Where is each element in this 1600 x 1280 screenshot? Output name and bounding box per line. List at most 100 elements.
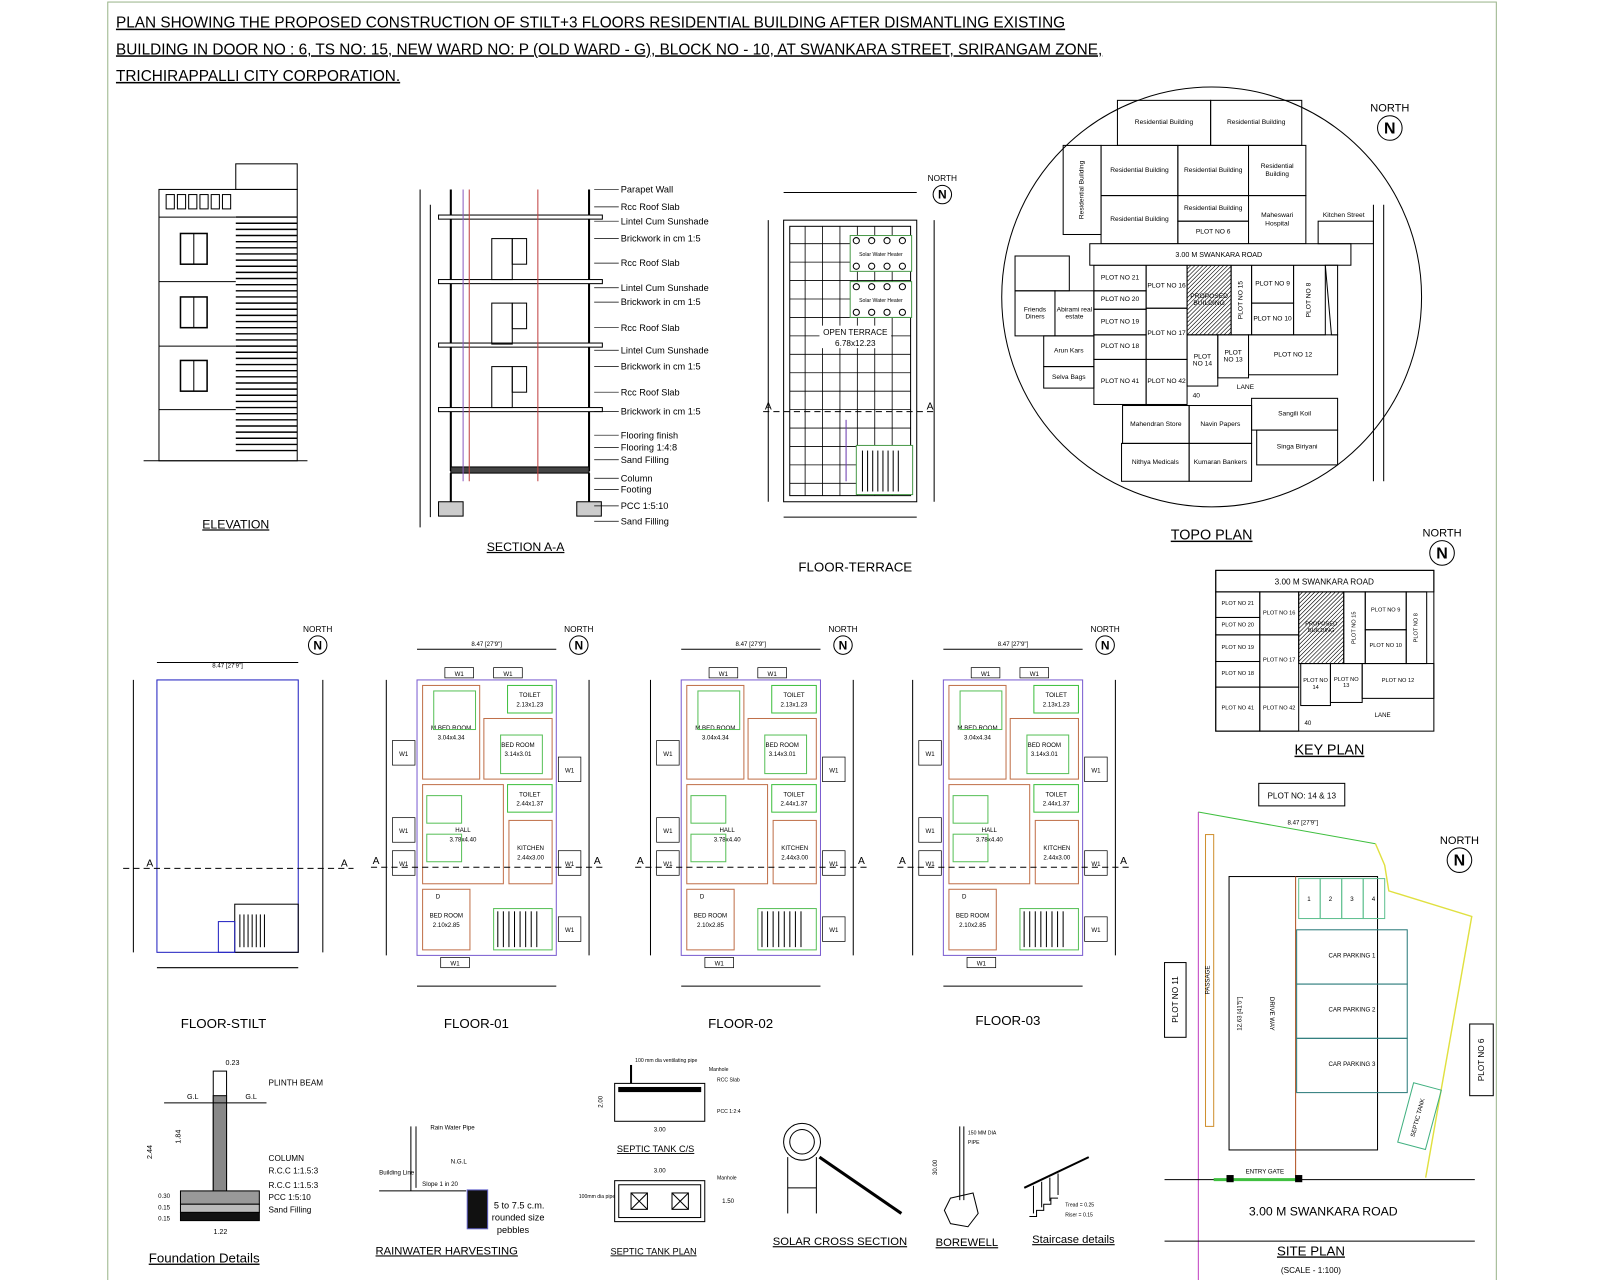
- room-outline: [507, 684, 553, 714]
- section-mark: A: [858, 856, 865, 867]
- slot-number: 3: [1350, 896, 1354, 903]
- floor-boundary: [942, 679, 1084, 956]
- north-label: NORTH: [928, 173, 957, 183]
- sofa-furniture: [426, 833, 463, 863]
- window-tag: W1: [663, 828, 673, 835]
- septic-plan-inner: [618, 1184, 702, 1219]
- dimension-text: 12.63 [41'5"]: [1236, 996, 1243, 1030]
- key-plot-40-label: 40: [1304, 720, 1311, 727]
- room-outline: [1034, 819, 1079, 885]
- gate-post: [1295, 1175, 1303, 1183]
- plot-40-label: 40: [1193, 392, 1201, 399]
- room-name: KITCHEN: [1043, 845, 1070, 852]
- key-plot-label: PLOT NO 15: [1351, 611, 1358, 644]
- dimension-text: 3.00: [654, 1167, 667, 1174]
- key-plot-label-box: PLOT NO 20: [1222, 623, 1254, 629]
- window-tag: W1: [1091, 767, 1101, 774]
- bed-furniture: [433, 690, 477, 731]
- section-mark: A: [146, 858, 153, 869]
- key-plot-label-box: PLOT NO 16: [1263, 610, 1295, 616]
- room-dims: 2.44x1.37: [516, 801, 543, 808]
- topo-block-label: PLOT NO 18: [1100, 343, 1140, 351]
- north-label: NORTH: [564, 624, 593, 634]
- manhole-icon: [671, 1192, 689, 1210]
- window-box: [444, 667, 474, 679]
- topo-boundary-circle: [1001, 86, 1423, 508]
- topo-block-label-box: Maheswari Hospital: [1261, 212, 1293, 226]
- headroom-block: [235, 163, 298, 190]
- room-outline: [772, 819, 817, 885]
- section-note: Rcc Roof Slab: [621, 202, 680, 212]
- rwh-note: Rain Water Pipe: [430, 1124, 475, 1131]
- topo-block-label: Residential Building: [1183, 166, 1243, 174]
- topo-block-label: Residential Building: [1110, 215, 1169, 224]
- foundation-title: Foundation Details: [149, 1251, 260, 1266]
- parapet-block: [221, 194, 232, 210]
- section-mark: A: [594, 856, 601, 867]
- topo-block-label: Residential Building: [1183, 204, 1243, 212]
- section-note: Brickwork in cm 1:5: [621, 234, 701, 244]
- topo-block-label-box: PLOT NO 13: [1224, 349, 1243, 363]
- key-plot-label: PLOT NO 10: [1369, 643, 1402, 650]
- lane-label: LANE: [1237, 384, 1255, 391]
- topo-block-label-box: Nithya Medicals: [1132, 459, 1179, 466]
- hatch-line: [1298, 591, 1316, 609]
- street-label: Kitchen Street: [1323, 212, 1365, 219]
- window-box: [918, 740, 942, 766]
- room-dims: 3.14x3.01: [1031, 751, 1058, 758]
- elevation-drawing: ELEVATION: [143, 163, 308, 531]
- room-outline: [1033, 684, 1079, 714]
- north-circle-icon: [833, 635, 853, 655]
- hatch-line: [1187, 265, 1216, 295]
- topo-block-label-box: Kumaran Bankers: [1194, 459, 1247, 466]
- key-plot-label-box: PLOT NO 17: [1263, 658, 1295, 664]
- manhole-icon: [630, 1192, 648, 1210]
- hatch-line: [1187, 282, 1232, 328]
- window-box: [1084, 850, 1108, 876]
- topo-block-label: PLOT NO 15: [1237, 280, 1245, 320]
- topo-block-label: PLOT NO 17: [1147, 330, 1186, 338]
- section-mark: A: [899, 856, 906, 867]
- gl-mark: G.L: [245, 1093, 257, 1101]
- window-tag: W1: [503, 671, 513, 678]
- title-line-3: TRICHIRAPPALLI CITY CORPORATION.: [116, 68, 400, 85]
- topo-block-label: PLOT NO 8: [1305, 282, 1313, 318]
- door-opening: [491, 238, 513, 281]
- room-dims: 2.10x2.85: [697, 922, 724, 929]
- sofa-furniture: [690, 833, 727, 863]
- room-outline: [771, 684, 817, 714]
- title-line-2: BUILDING IN DOOR NO : 6, TS NO: 15, NEW …: [116, 41, 1102, 58]
- gl-mark: G.L: [187, 1093, 199, 1101]
- window-tag: W1: [565, 767, 575, 774]
- key-plot-label-box: PLOT NO 21: [1222, 602, 1254, 608]
- window-opening: [511, 238, 528, 265]
- heater-tank-icon: [898, 262, 906, 270]
- key-plot-label: PLOT NO 18: [1221, 671, 1254, 678]
- heater-tank-icon: [898, 283, 906, 291]
- parapet-block: [210, 194, 220, 210]
- north-circle-icon: [1377, 115, 1403, 141]
- room-dims: 2.44x3.00: [1043, 854, 1070, 861]
- room-name: M BED ROOM: [431, 725, 471, 732]
- north-glyph-icon: N: [938, 188, 947, 202]
- window-box: [970, 667, 1001, 679]
- topo-block-label-box: Residential Building: [1110, 167, 1168, 174]
- plot-11-label: PLOT NO 11: [1171, 976, 1180, 1023]
- rwh-note: 5 to 7.5 c.m.: [494, 1200, 545, 1210]
- room-name: TOILET: [783, 692, 805, 699]
- north-circle-icon: [1429, 540, 1455, 566]
- floor-title: FLOOR-03: [975, 1013, 1040, 1028]
- hatch-line: [1298, 595, 1344, 642]
- slot-number: 4: [1372, 896, 1376, 903]
- key-plot-label: PLOT NO 13: [1333, 676, 1359, 690]
- dimension-text: 1.50: [722, 1198, 735, 1205]
- foundation-note: Sand Filling: [269, 1205, 312, 1214]
- door-opening: [491, 366, 513, 409]
- road-label: 3.00 M SWANKARA ROAD: [1249, 1204, 1398, 1218]
- window-box: [1084, 756, 1108, 782]
- window-tag: W1: [829, 927, 839, 934]
- hatch-pattern: [1298, 591, 1344, 664]
- north-glyph-icon: N: [1384, 121, 1396, 138]
- borewell-note: 150 MM DIA: [968, 1131, 997, 1137]
